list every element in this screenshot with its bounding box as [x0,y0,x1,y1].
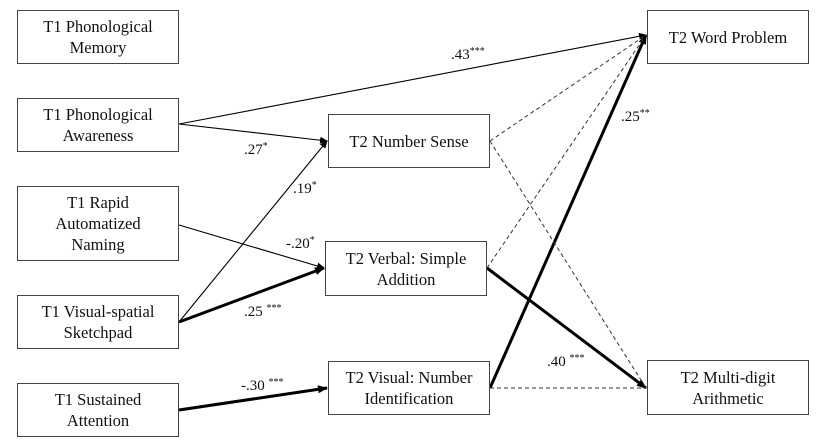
edge-t2-verbal-to-t2-wp [486,34,647,269]
node-t2-visual-number-identification: T2 Visual: Number Identification [328,361,490,415]
node-label: T2 Visual: Number Identification [345,368,473,408]
edge-label-verbal-mda: .40 *** [547,353,585,370]
node-label: T2 Verbal: Simple Addition [345,248,467,289]
node-label: T1 Sustained Attention [54,390,142,430]
edge-label-sa-visual: -.30 *** [241,377,284,394]
node-label: T1 Phonological Awareness [43,105,153,145]
edge-t1-sa-to-t2-visual [178,385,328,412]
edge-t1-pa-to-t2-wp [178,32,647,125]
edge-t2-ns-to-t2-wp [489,34,647,142]
edge-label-vssp-verbal: .25 *** [244,303,282,320]
edge-t1-pa-to-t2-ns [178,123,328,144]
edge-label-pa-wp: .43*** [451,46,485,63]
node-label: T2 Number Sense [349,131,469,151]
node-label: T2 Multi-digit Arithmetic [680,367,776,408]
edge-label-vssp-ns: .19* [293,180,317,197]
node-label: T1 Phonological Memory [43,17,153,57]
node-t2-number-sense: T2 Number Sense [328,114,490,168]
node-t2-multi-digit-arithmetic: T2 Multi-digit Arithmetic [647,360,809,415]
edge-t2-visual-to-t2-wp [488,34,648,389]
node-t1-visual-spatial-sketchpad: T1 Visual-spatial Sketchpad [17,295,179,349]
node-t2-word-problem: T2 Word Problem [647,10,809,64]
edge-t1-ran-to-t2-verbal [178,224,325,270]
node-t1-phonological-memory: T1 Phonological Memory [17,10,179,64]
edge-label-pa-ns: .27* [244,141,268,158]
edge-t2-ns-to-t2-mda [489,140,647,389]
node-label: T2 Word Problem [668,27,788,47]
node-label: T1 Rapid Automatized Naming [55,193,141,254]
edge-label-visual-wp: .25** [621,108,650,125]
edge-t2-verbal-to-t2-mda [486,266,647,390]
edge-t1-vssp-to-t2-ns [178,140,328,323]
edge-t1-vssp-to-t2-verbal [178,266,325,324]
node-t2-verbal-simple-addition: T2 Verbal: Simple Addition [325,241,487,296]
edge-label-ran-verbal: -.20* [286,235,315,252]
node-label: T1 Visual-spatial Sketchpad [41,302,155,342]
node-t1-phonological-awareness: T1 Phonological Awareness [17,98,179,152]
node-t1-rapid-automatized-naming: T1 Rapid Automatized Naming [17,186,179,261]
node-t1-sustained-attention: T1 Sustained Attention [17,383,179,437]
